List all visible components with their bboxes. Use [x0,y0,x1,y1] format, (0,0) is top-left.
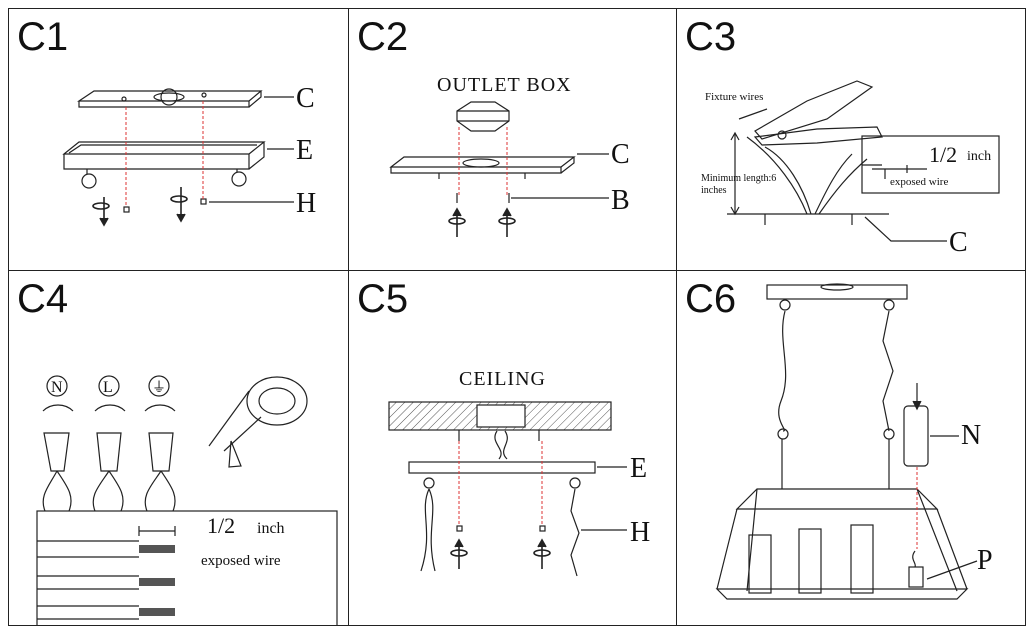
c1-diagram: C E H [62,83,316,227]
label-minimum-length: Minimum length:6 [701,173,776,184]
grid-divider [9,270,1025,271]
label-minimum-length-unit: inches [701,185,727,196]
panel-c2: C2 OUTLET BOX [349,9,675,269]
panel-c4: C4 [9,271,347,625]
panel-c5: C5 CEILING [349,271,675,625]
canopy [766,284,908,300]
label-c: C [611,139,630,170]
instruction-grid [8,8,1026,626]
label-e: E [296,135,313,166]
label-exposed-wire: exposed wire [890,176,948,188]
outlet-box [476,404,526,428]
crossbar-tray [62,141,266,155]
panel-c6: C6 N P [677,271,1025,625]
exposed-wire-hatch [139,608,175,616]
exposed-wire-hatch [139,578,175,586]
label-inch: inch [257,520,285,537]
frame-top [735,488,939,510]
c3-diagram: Fixture wires Minimum length:6 inches [701,80,1000,258]
candle-sleeve [850,524,874,594]
panel-c1: C1 [9,9,347,269]
label-half: 1/2 [207,513,235,538]
label-exposed-wire: exposed wire [201,553,281,569]
grid-divider [348,9,349,625]
glass-shade [903,405,929,467]
c5-diagram: CEILING E H [388,368,650,577]
center-hole [160,88,178,106]
chain-left [778,310,787,432]
c6-diagram: N P [715,283,993,600]
label-n: N [51,379,63,396]
wire-nut [43,432,70,472]
label-ceiling: CEILING [459,368,546,390]
panel-c3: C3 Fixture wires Minimum length:6 inches [677,9,1025,269]
chain-right [882,310,894,432]
exposed-wire-hatch [139,545,175,553]
panel-title: C2 [357,15,409,59]
panel-title: C3 [685,15,737,59]
chain-loop [231,171,247,187]
panel-title: C6 [685,277,737,321]
label-h: H [296,188,316,219]
chain [570,488,580,577]
ground-symbol [148,375,170,397]
label-e: E [630,453,647,484]
candle-sleeve [798,528,822,594]
candle-sleeve [748,534,772,594]
label-p: P [977,545,993,576]
label-fixture-wires: Fixture wires [705,91,763,103]
panel-title: C1 [17,15,69,59]
label-inch: inch [967,149,991,164]
neutral-symbol [46,375,68,397]
c2-diagram: OUTLET BOX C B [389,74,630,237]
wire-nut [148,432,174,472]
label-c: C [949,227,968,258]
frame-bottom [715,588,969,600]
live-symbol [98,375,120,397]
label-outlet-box: OUTLET BOX [437,74,572,96]
panel-title: C4 [17,277,69,321]
wire-nut [96,432,122,472]
crossbar [408,461,596,474]
label-h: H [630,517,650,548]
label-ground: ⏚ [152,380,166,396]
label-l: L [103,379,113,396]
candle-socket [908,566,924,588]
wire-stripper [754,80,874,140]
electrical-tape [246,376,308,426]
outlet-box [456,101,510,132]
chain-loop [81,173,97,189]
label-c: C [296,83,315,114]
label-b: B [611,185,630,216]
panel-title: C5 [357,277,409,321]
label-half: 1/2 [929,142,957,167]
c4-diagram: N L ⏚ 1/2 inch exposed wire [36,375,338,625]
label-n: N [961,420,981,451]
grid-divider [676,9,677,625]
wire-box [36,510,338,625]
